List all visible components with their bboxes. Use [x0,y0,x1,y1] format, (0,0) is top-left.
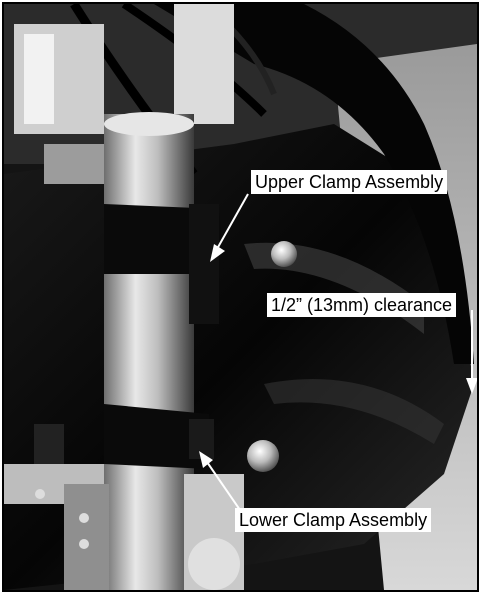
lower-clamp-assembly-label: Lower Clamp Assembly [235,508,432,532]
upper-clamp-assembly-label: Upper Clamp Assembly [251,170,448,194]
clearance-label: 1/2” (13mm) clearance [267,293,457,317]
